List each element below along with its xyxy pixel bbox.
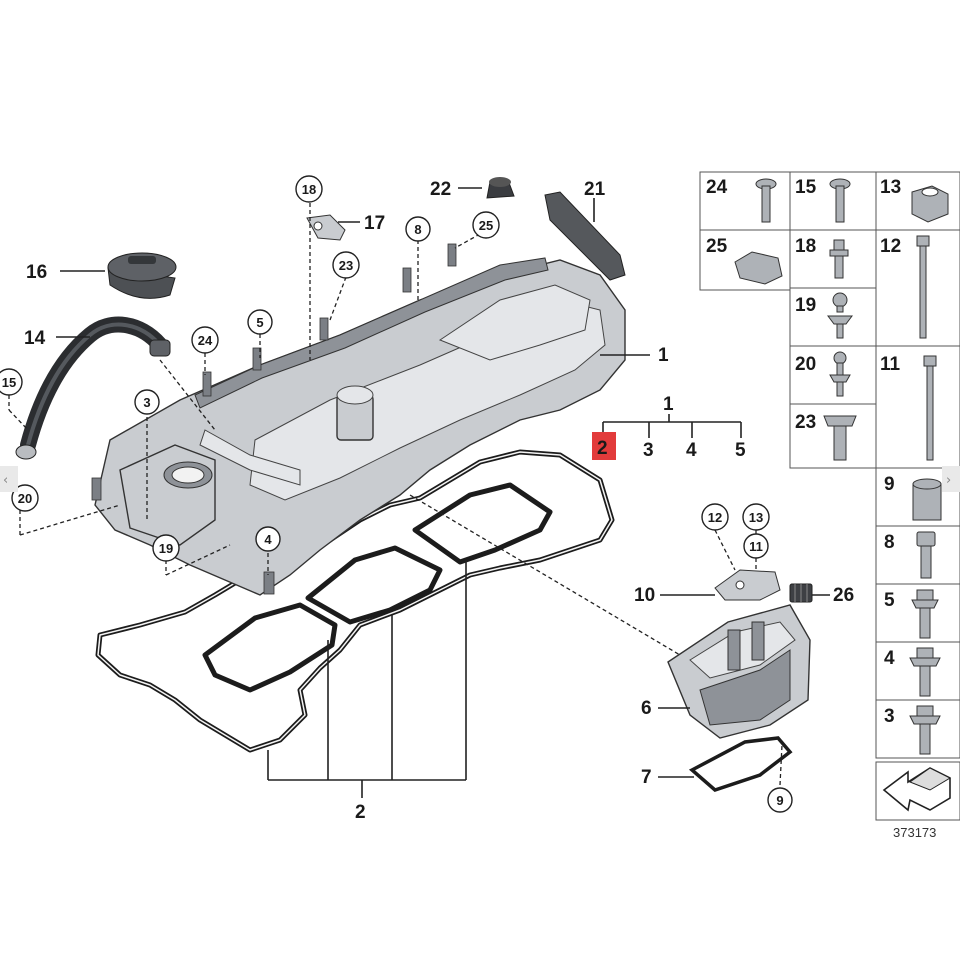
- callout-2-gaskets: 2: [355, 802, 366, 823]
- svg-text:18: 18: [302, 182, 316, 197]
- stud-18-drawing: [829, 239, 849, 279]
- svg-text:23: 23: [339, 258, 353, 273]
- view-arrow-icon: [882, 767, 952, 812]
- grid-label-19: 19: [795, 295, 816, 316]
- screw-15-drawing: [829, 178, 851, 223]
- ball-stud-19-drawing: [827, 292, 853, 339]
- svg-text:15: 15: [2, 375, 16, 390]
- bolt-4-drawing: [909, 647, 941, 697]
- chevron-left-icon: ‹: [3, 473, 8, 488]
- bolt-11-drawing: [923, 355, 937, 461]
- svg-text:5: 5: [256, 315, 263, 330]
- bolt-8-drawing: [916, 531, 936, 579]
- callout-22: 22: [430, 179, 451, 200]
- sleeve-9-drawing: [912, 478, 942, 521]
- nut-13-drawing: [911, 185, 949, 223]
- grid-label-5: 5: [884, 590, 895, 611]
- svg-text:19: 19: [159, 541, 173, 556]
- callout-17: 17: [364, 213, 385, 234]
- grid-label-20: 20: [795, 354, 816, 375]
- bracket: [306, 214, 346, 241]
- callout-labels: 16 14 22 17 21 1 10 26 6 7 2: [24, 179, 854, 823]
- circled-24: 24: [191, 326, 219, 354]
- breakdown-highlighted: 2: [597, 438, 608, 459]
- reference-number: 373173: [893, 825, 936, 840]
- grid-label-23: 23: [795, 412, 816, 433]
- circled-3: 3: [134, 389, 160, 415]
- grid-label-8: 8: [884, 532, 895, 553]
- prev-image-button[interactable]: ‹: [0, 466, 18, 492]
- svg-text:8: 8: [414, 222, 421, 237]
- circled-9: 9: [767, 787, 793, 813]
- part-breakdown: 1 2 3 4 5: [592, 394, 746, 461]
- grid-label-13: 13: [880, 177, 901, 198]
- grid-label-12: 12: [880, 236, 901, 257]
- breakdown-child-1: 3: [643, 440, 654, 461]
- screw-24-drawing: [755, 178, 777, 223]
- ball-stud-20-drawing: [829, 351, 851, 397]
- parts-grid: 24 15 13 25 18 12 19 20 11 23 9 8 5 4 3: [699, 171, 960, 821]
- svg-text:3: 3: [143, 395, 150, 410]
- grid-label-24: 24: [706, 177, 728, 198]
- valve-cover: [91, 243, 626, 596]
- grid-label-18: 18: [795, 236, 816, 257]
- bolt-12-drawing: [916, 235, 930, 339]
- plate: [714, 569, 781, 601]
- circled-23: 23: [332, 251, 360, 279]
- svg-text:12: 12: [708, 510, 722, 525]
- circled-15: 15: [0, 368, 23, 396]
- svg-text:24: 24: [198, 333, 213, 348]
- svg-text:25: 25: [479, 218, 493, 233]
- grid-label-15: 15: [795, 177, 817, 198]
- breather-hose: [15, 316, 171, 460]
- circled-12: 12: [701, 503, 729, 531]
- callout-1: 1: [658, 345, 669, 366]
- circled-5: 5: [247, 309, 273, 335]
- svg-text:9: 9: [776, 793, 783, 808]
- bolt-5-drawing: [911, 589, 939, 639]
- separator-gasket: [688, 736, 793, 792]
- breakdown-child-3: 5: [735, 440, 746, 461]
- circled-13: 13: [742, 503, 770, 531]
- grid-label-11: 11: [880, 354, 901, 375]
- leader-lines: [8, 187, 830, 798]
- svg-text:20: 20: [18, 491, 32, 506]
- circled-8: 8: [405, 216, 431, 242]
- breakdown-parent: 1: [663, 394, 674, 415]
- highlight-box: [592, 432, 616, 460]
- next-image-button[interactable]: ›: [942, 466, 960, 492]
- grid-label-4: 4: [884, 648, 895, 669]
- breakdown-child-2: 4: [686, 440, 697, 461]
- svg-text:13: 13: [749, 510, 763, 525]
- clip-25-drawing: [734, 251, 783, 285]
- callout-21: 21: [584, 179, 606, 200]
- grid-label-9: 9: [884, 474, 895, 495]
- oil-separator: [667, 604, 811, 739]
- svg-text:4: 4: [264, 532, 272, 547]
- circled-4: 4: [255, 526, 281, 552]
- clip: [789, 583, 813, 603]
- callout-26: 26: [833, 585, 854, 606]
- callout-7: 7: [641, 767, 652, 788]
- grid-label-3: 3: [884, 706, 895, 727]
- bolt-23-drawing: [823, 415, 857, 461]
- chevron-right-icon: ›: [946, 473, 951, 488]
- oil-filler-cap: [107, 252, 177, 299]
- callout-10: 10: [634, 585, 655, 606]
- circled-20: 20: [11, 484, 39, 512]
- circled-25: 25: [472, 211, 500, 239]
- circled-11: 11: [743, 533, 769, 559]
- callout-16: 16: [26, 262, 47, 283]
- circled-callouts: 18 8 25 23 5 24 3 15 20 19 4 12 13 11 9: [0, 175, 793, 813]
- seal-strip: [544, 191, 626, 281]
- svg-text:11: 11: [749, 539, 763, 554]
- circled-18: 18: [295, 175, 323, 203]
- callout-14: 14: [24, 328, 46, 349]
- grommet: [486, 177, 515, 199]
- bolt-3-drawing: [909, 705, 941, 755]
- circled-19: 19: [152, 534, 180, 562]
- callout-6: 6: [641, 698, 652, 719]
- grid-label-25: 25: [706, 236, 728, 257]
